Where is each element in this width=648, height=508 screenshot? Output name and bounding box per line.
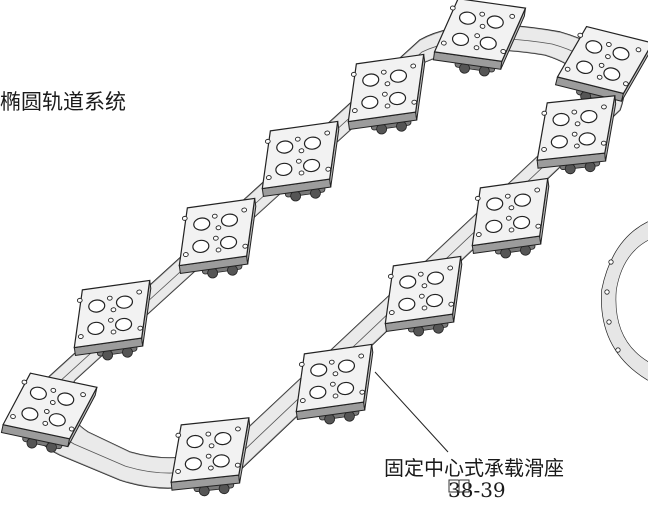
carriage-plate: [178, 197, 257, 279]
carriage-plate: [432, 0, 527, 77]
callout-label: 固定中心式承载滑座: [384, 456, 564, 480]
carriage-plate: [73, 279, 152, 361]
carriage-plate: [384, 255, 463, 337]
carriage-plate: [536, 95, 617, 175]
carriage-plate: [471, 177, 550, 259]
carriage-plate: [0, 372, 98, 453]
book-icon: [448, 479, 470, 494]
page-reference-number: 38-39: [448, 478, 506, 502]
carriage-plate: [261, 120, 340, 202]
carriage-plate: [347, 53, 426, 135]
system-title: 椭圆轨道系统: [0, 90, 126, 114]
carriage-plate: [170, 417, 251, 497]
callout-leader-line: [374, 371, 449, 453]
carriage-plate: [295, 343, 374, 425]
partial-ring: [601, 221, 648, 381]
page-reference: 38-39: [448, 478, 506, 502]
